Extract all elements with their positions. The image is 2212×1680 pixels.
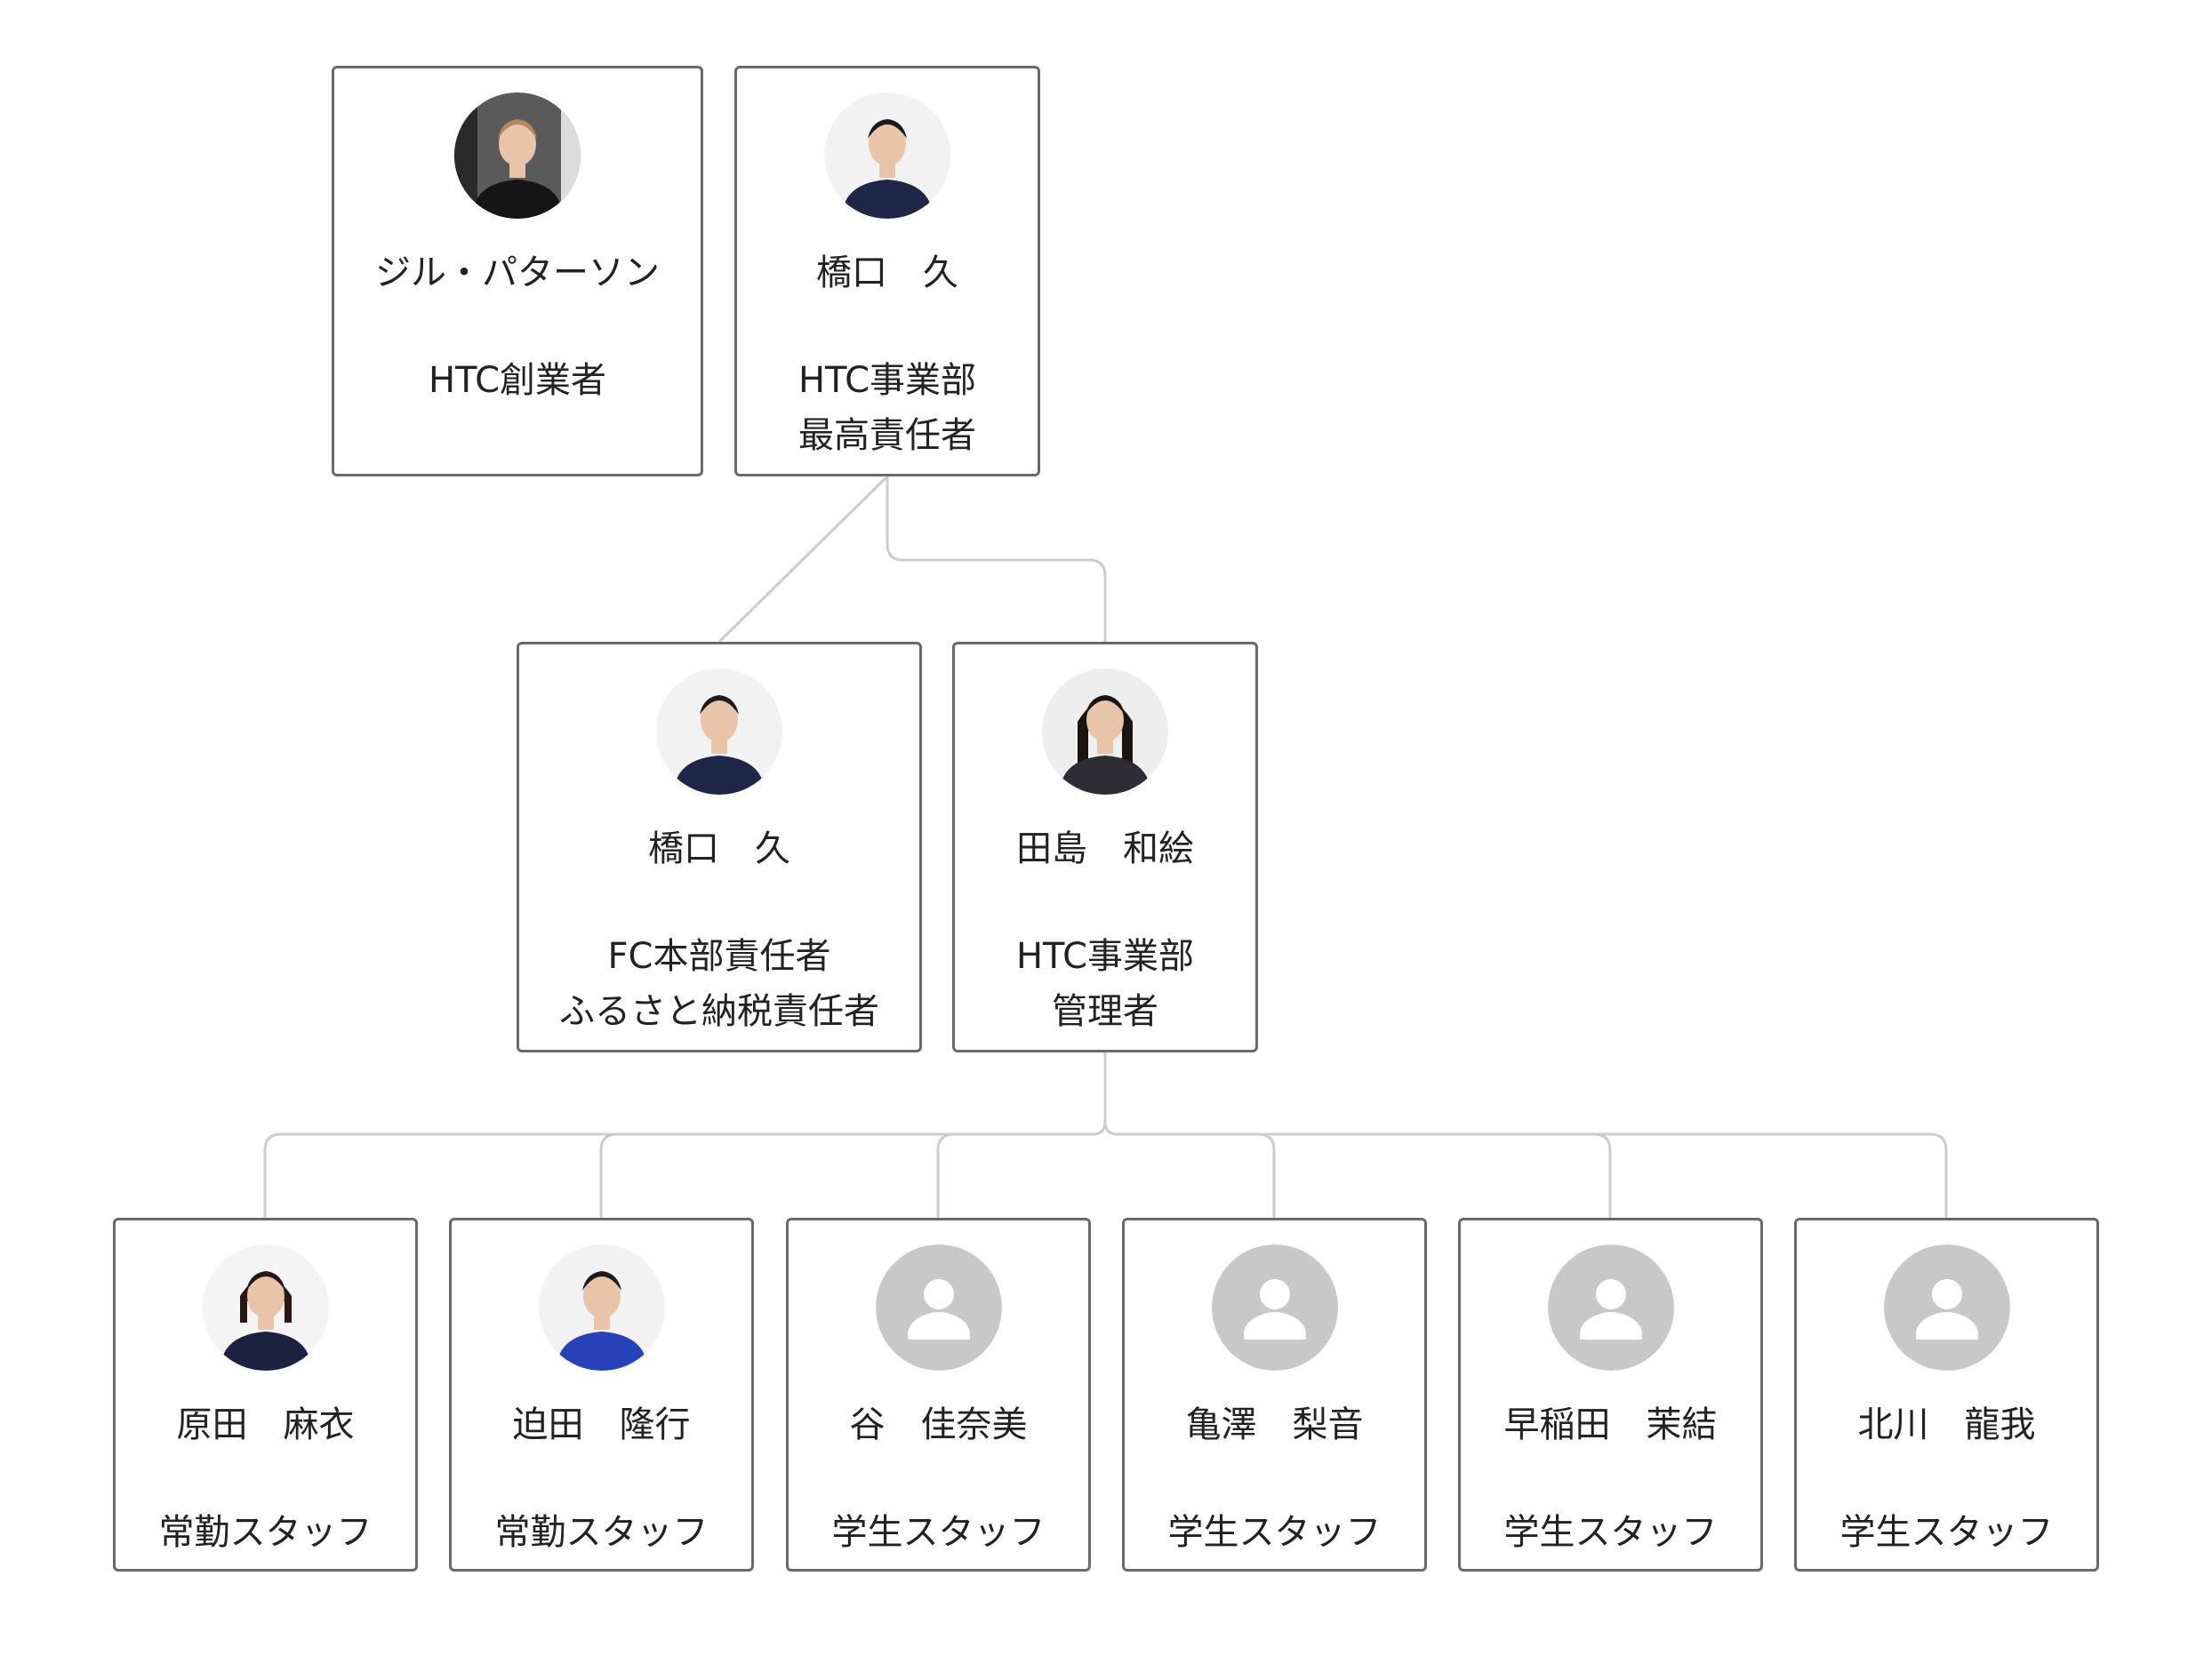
avatar-photo bbox=[1042, 668, 1168, 795]
org-card-harada: 原田 麻衣常勤スタッフ bbox=[113, 1218, 418, 1572]
connector-line bbox=[1103, 1052, 1118, 1136]
org-card-patterson: ジル・パターソン HTC創業者 bbox=[332, 66, 703, 476]
person-name: 亀澤 梨音 bbox=[1185, 1404, 1364, 1445]
person-role: 常勤スタッフ bbox=[452, 1505, 751, 1560]
person-placeholder-icon bbox=[1883, 1244, 2010, 1371]
person-name: ジル・パターソン bbox=[375, 252, 660, 293]
person-role: 学生スタッフ bbox=[1461, 1505, 1760, 1560]
avatar-photo bbox=[824, 92, 950, 219]
person-role: 常勤スタッフ bbox=[116, 1505, 415, 1560]
connector-line bbox=[1092, 1052, 1107, 1136]
connector-line bbox=[1257, 1132, 1276, 1218]
role-line: FC本部責任者 bbox=[607, 936, 831, 977]
person-name: 早稲田 茉結 bbox=[1503, 1404, 1718, 1445]
person-placeholder-icon bbox=[1211, 1244, 1338, 1371]
connector-line bbox=[1118, 1132, 1948, 1218]
role-line: 最高責任者 bbox=[798, 415, 976, 456]
person-role: HTC事業部最高責任者 bbox=[737, 353, 1038, 463]
person-name: 田島 和絵 bbox=[1016, 828, 1194, 869]
org-card-kitagawa: 北川 龍我学生スタッフ bbox=[1794, 1218, 2099, 1572]
person-name: 橋口 久 bbox=[816, 252, 958, 293]
connector-line bbox=[263, 1132, 1093, 1218]
person-name: 北川 龍我 bbox=[1857, 1404, 2036, 1445]
person-placeholder-icon bbox=[875, 1244, 1002, 1371]
org-card-kamezawa: 亀澤 梨音学生スタッフ bbox=[1122, 1218, 1427, 1572]
role-line: HTC創業者 bbox=[428, 360, 607, 401]
person-role: FC本部責任者ふるさと納税責任者 bbox=[519, 929, 919, 1039]
connector-line bbox=[717, 475, 889, 644]
role-line: 常勤スタッフ bbox=[158, 1512, 373, 1553]
person-name: 迫田 隆行 bbox=[512, 1404, 691, 1445]
role-line: 常勤スタッフ bbox=[494, 1512, 709, 1553]
org-card-hashiguchi-fc: 橋口 久 FC本部責任者ふるさと納税責任者 bbox=[517, 642, 922, 1052]
role-line: HTC事業部 bbox=[1015, 936, 1195, 977]
avatar-photo bbox=[656, 668, 782, 795]
connector-line bbox=[1593, 1132, 1612, 1218]
person-role: 学生スタッフ bbox=[789, 1505, 1088, 1560]
role-line: 学生スタッフ bbox=[831, 1512, 1046, 1553]
avatar-photo bbox=[202, 1244, 329, 1371]
role-line: HTC事業部 bbox=[797, 360, 977, 401]
connector-line bbox=[599, 1132, 618, 1218]
role-line: 学生スタッフ bbox=[1839, 1512, 2054, 1553]
org-card-sakoda: 迫田 隆行常勤スタッフ bbox=[449, 1218, 754, 1572]
person-name: 原田 麻衣 bbox=[176, 1404, 355, 1445]
person-role: 学生スタッフ bbox=[1797, 1505, 2096, 1560]
org-card-hashiguchi-top: 橋口 久 HTC事業部最高責任者 bbox=[734, 66, 1040, 476]
person-name: 谷 佳奈美 bbox=[849, 1404, 1028, 1445]
org-card-tajima: 田島 和絵 HTC事業部管理者 bbox=[952, 642, 1258, 1052]
role-line: 学生スタッフ bbox=[1167, 1512, 1382, 1553]
role-line: 学生スタッフ bbox=[1503, 1512, 1718, 1553]
role-line: ふるさと納税責任者 bbox=[559, 991, 879, 1032]
person-role: HTC事業部管理者 bbox=[955, 929, 1255, 1039]
person-placeholder-icon bbox=[1547, 1244, 1674, 1371]
org-card-waseda: 早稲田 茉結学生スタッフ bbox=[1458, 1218, 1763, 1572]
avatar-photo bbox=[538, 1244, 665, 1371]
org-card-tani: 谷 佳奈美学生スタッフ bbox=[786, 1218, 1091, 1572]
role-line: 管理者 bbox=[1052, 991, 1158, 1032]
person-role: 学生スタッフ bbox=[1125, 1505, 1424, 1560]
connector-line bbox=[886, 476, 1107, 642]
avatar-photo bbox=[454, 92, 581, 219]
connector-line bbox=[936, 1132, 955, 1218]
person-role: HTC創業者 bbox=[334, 353, 701, 408]
person-name: 橋口 久 bbox=[648, 828, 790, 869]
